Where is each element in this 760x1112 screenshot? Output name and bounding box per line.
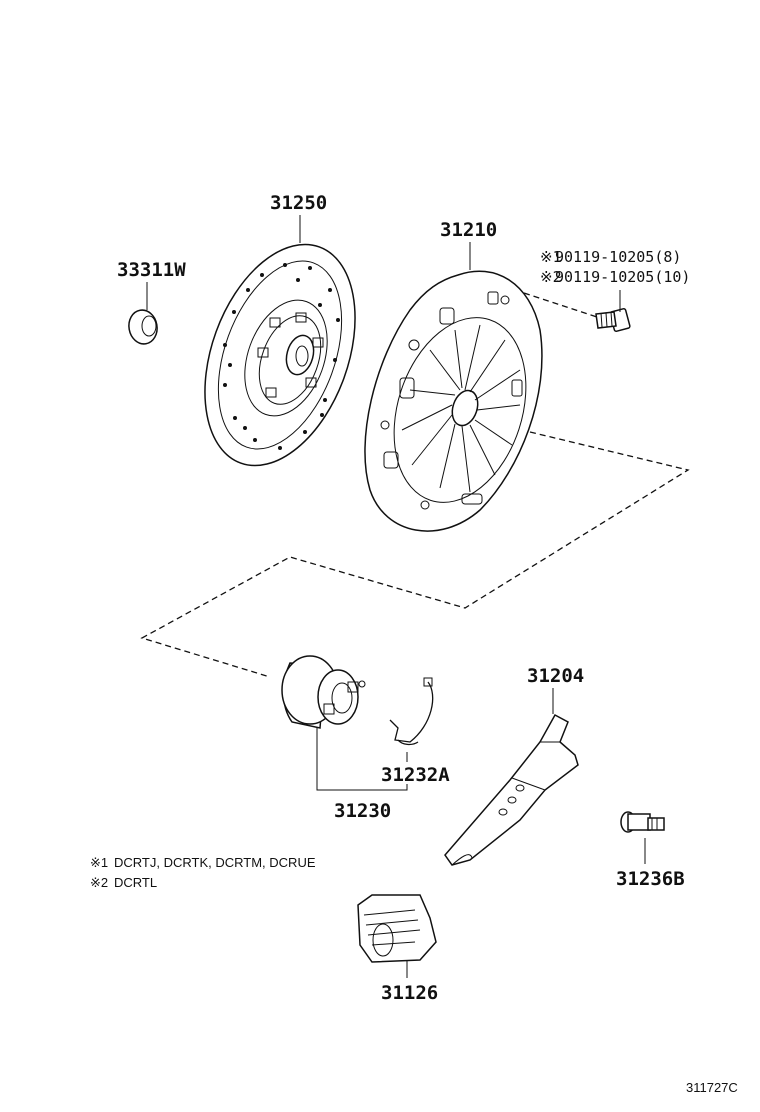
part-label-31232A[interactable]: 31232A <box>381 764 450 786</box>
part-label-31210[interactable]: 31210 <box>440 219 497 241</box>
pilot-bearing-33311W[interactable] <box>126 308 159 346</box>
note-mark: ※2 <box>90 875 108 890</box>
pivot-31236B[interactable] <box>620 811 665 833</box>
release-fork-31204[interactable] <box>444 713 579 866</box>
bolt-callout-2[interactable]: ※2 90119-10205(10) <box>540 268 690 286</box>
release-bearing-31230[interactable] <box>281 655 366 729</box>
callout-mark: ※2 <box>540 268 562 286</box>
part-label-31204[interactable]: 31204 <box>527 665 584 687</box>
clutch-disc-31250[interactable] <box>177 224 383 487</box>
diaphragm-fingers <box>401 324 521 493</box>
callout-text: 90119-10205(10) <box>555 268 690 286</box>
note-1: ※1 DCRTJ, DCRTK, DCRTM, DCRUE <box>90 855 316 870</box>
note-text: DCRTL <box>114 875 157 890</box>
part-label-33311W[interactable]: 33311W <box>117 259 186 281</box>
part-label-31230[interactable]: 31230 <box>334 800 391 822</box>
leader-lines <box>146 215 646 978</box>
callout-mark: ※1 <box>540 248 562 266</box>
part-label-31250[interactable]: 31250 <box>270 192 327 214</box>
part-label-31236B[interactable]: 31236B <box>616 868 685 890</box>
part-label-31126[interactable]: 31126 <box>381 982 438 1004</box>
boot-31126[interactable] <box>357 894 437 963</box>
note-2: ※2 DCRTL <box>90 875 157 890</box>
clutch-cover-bolt[interactable] <box>595 290 631 333</box>
clutch-cover-31210[interactable] <box>364 270 548 532</box>
figure-code: 311727C <box>686 1080 738 1095</box>
note-text: DCRTJ, DCRTK, DCRTM, DCRUE <box>114 855 316 870</box>
clip-31232A[interactable] <box>389 677 434 746</box>
callout-text: 90119-10205(8) <box>555 248 681 266</box>
bolt-callout-1[interactable]: ※1 90119-10205(8) <box>540 248 681 266</box>
assembly-dashed-lines <box>140 292 690 678</box>
note-mark: ※1 <box>90 855 108 870</box>
